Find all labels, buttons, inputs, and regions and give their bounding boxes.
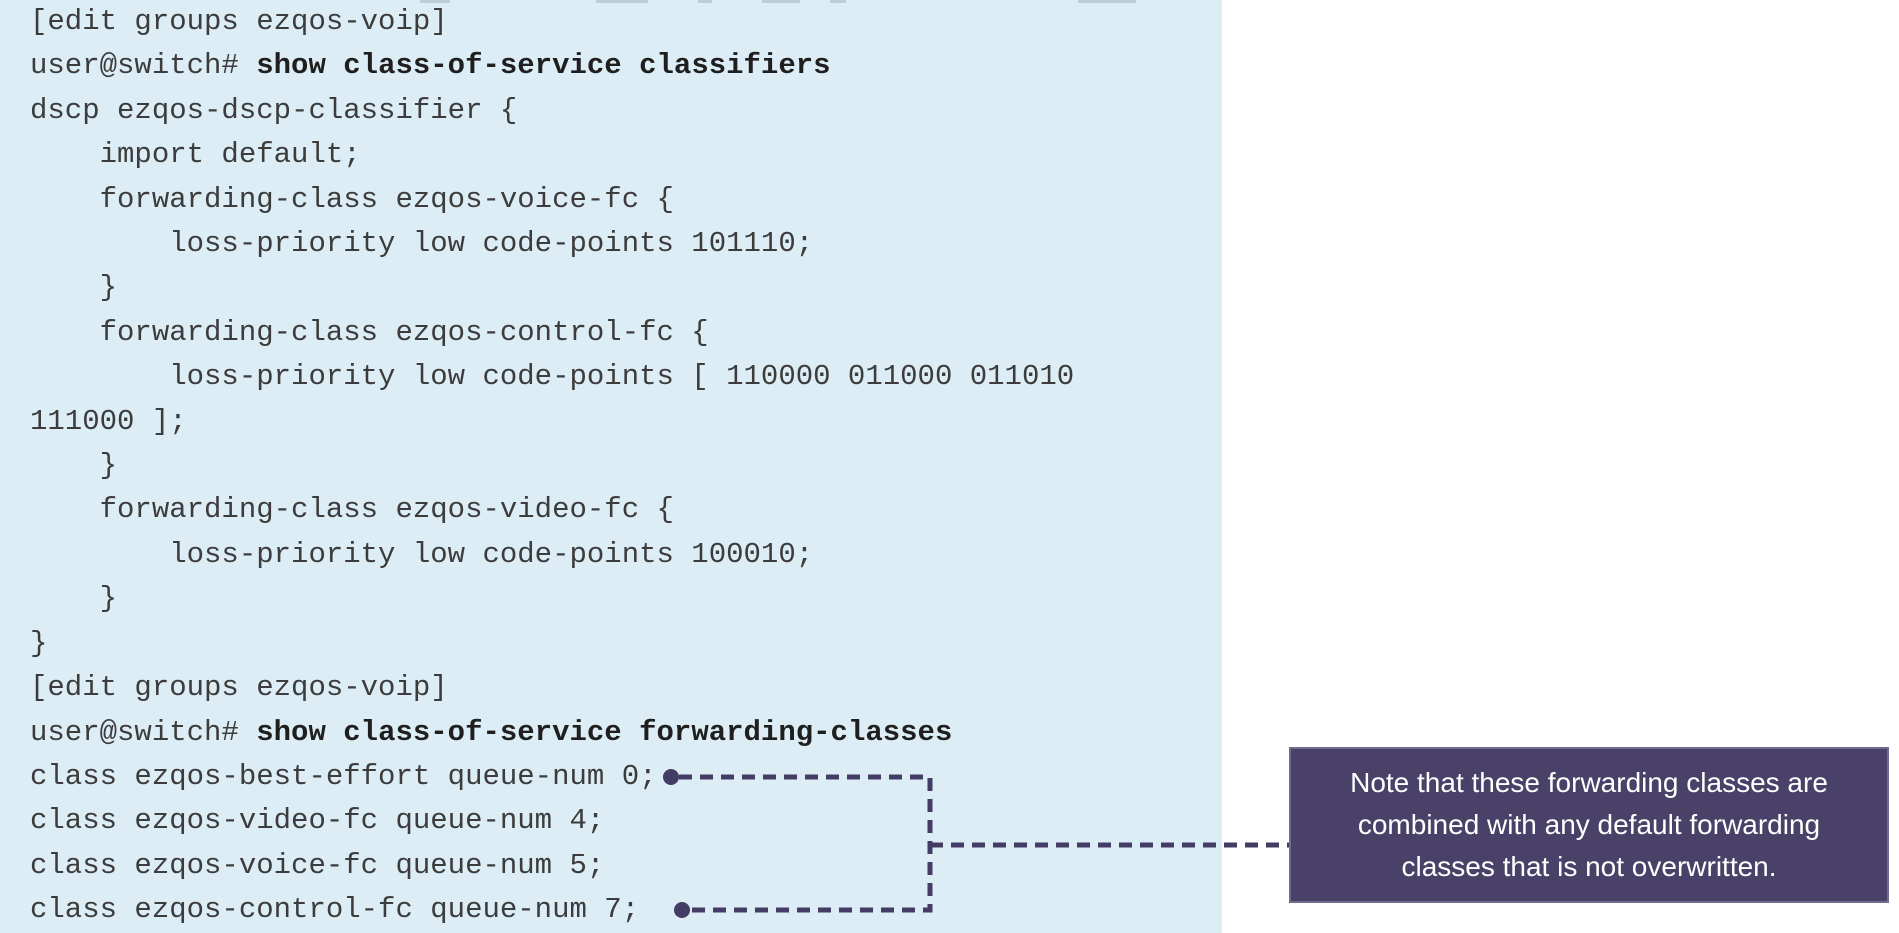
annotation-note-box: Note that these forwarding classes are c… <box>1289 747 1889 903</box>
cli-output-text: [edit groups ezqos-voip] <box>30 5 448 38</box>
code-line: } <box>30 266 1074 310</box>
code-line: } <box>30 577 1074 621</box>
code-line: class ezqos-control-fc queue-num 7; <box>30 888 1074 932</box>
cli-output-text: } <box>30 271 118 305</box>
code-line: import default; <box>30 133 1074 177</box>
code-line: loss-priority low code-points 101110; <box>30 222 1074 266</box>
code-line: } <box>30 622 1074 666</box>
cli-output-text: class ezqos-video-fc queue-num 4; <box>30 804 605 838</box>
terminal-output-panel: [edit groups ezqos-voip] user@switch# sho… <box>0 0 1222 933</box>
cli-output-text: forwarding-class ezqos-voice-fc { <box>30 182 674 216</box>
cli-output-text: forwarding-class ezqos-video-fc { <box>30 493 674 527</box>
code-line: user@switch# show class-of-service class… <box>30 44 1074 88</box>
cropped-text-remnant <box>762 0 800 3</box>
cropped-text-remnant <box>420 0 450 3</box>
code-line: loss-priority low code-points [ 110000 0… <box>30 355 1074 399</box>
code-line: forwarding-class ezqos-voice-fc { <box>30 178 1074 222</box>
code-line: dscp ezqos-dscp-classifier { <box>30 89 1074 133</box>
code-line: class ezqos-video-fc queue-num 4; <box>30 799 1074 843</box>
code-line: [edit groups ezqos-voip] <box>30 0 1074 44</box>
cli-output-text: } <box>30 449 118 483</box>
cli-output-text: class ezqos-best-effort queue-num 0; <box>30 759 657 793</box>
cli-output-text: import default; <box>30 138 361 172</box>
cli-output-text: loss-priority low code-points 101110; <box>30 227 814 261</box>
cli-output-text: user@switch# <box>30 49 257 83</box>
cli-output-text: user@switch# <box>30 715 257 749</box>
cli-command-text: show class-of-service classifiers <box>256 49 831 83</box>
cli-output-text: } <box>30 626 48 660</box>
cli-command-text: show class-of-service forwarding-classes <box>256 715 953 749</box>
cropped-text-remnant <box>1078 0 1136 3</box>
cli-code-block: [edit groups ezqos-voip] user@switch# sho… <box>30 0 1074 933</box>
code-line: class ezqos-best-effort queue-num 0; <box>30 755 1074 799</box>
code-line: [edit groups ezqos-voip] <box>30 666 1074 710</box>
cli-output-text: class ezqos-voice-fc queue-num 5; <box>30 848 605 882</box>
cropped-text-remnant <box>596 0 648 3</box>
cli-output-text: class ezqos-control-fc queue-num 7; <box>30 893 640 927</box>
cli-output-text: loss-priority low code-points 100010; <box>30 537 814 571</box>
cli-output-text: forwarding-class ezqos-control-fc { <box>30 315 709 349</box>
code-line: class ezqos-voice-fc queue-num 5; <box>30 844 1074 888</box>
code-line: user@switch# show class-of-service forwa… <box>30 711 1074 755</box>
cropped-text-remnant <box>830 0 846 3</box>
cli-output-text: [edit groups ezqos-voip] <box>30 671 448 705</box>
cli-output-text: } <box>30 582 118 616</box>
code-line: forwarding-class ezqos-video-fc { <box>30 488 1074 532</box>
code-line: 111000 ]; <box>30 400 1074 444</box>
code-line: loss-priority low code-points 100010; <box>30 533 1074 577</box>
cli-output-text: 111000 ]; <box>30 404 187 438</box>
note-text: Note that these forwarding classes are c… <box>1350 767 1828 882</box>
cli-output-text: dscp ezqos-dscp-classifier { <box>30 93 518 127</box>
code-line: } <box>30 444 1074 488</box>
cropped-text-remnant <box>698 0 712 3</box>
code-line: forwarding-class ezqos-control-fc { <box>30 311 1074 355</box>
cli-output-text: loss-priority low code-points [ 110000 0… <box>30 360 1075 394</box>
